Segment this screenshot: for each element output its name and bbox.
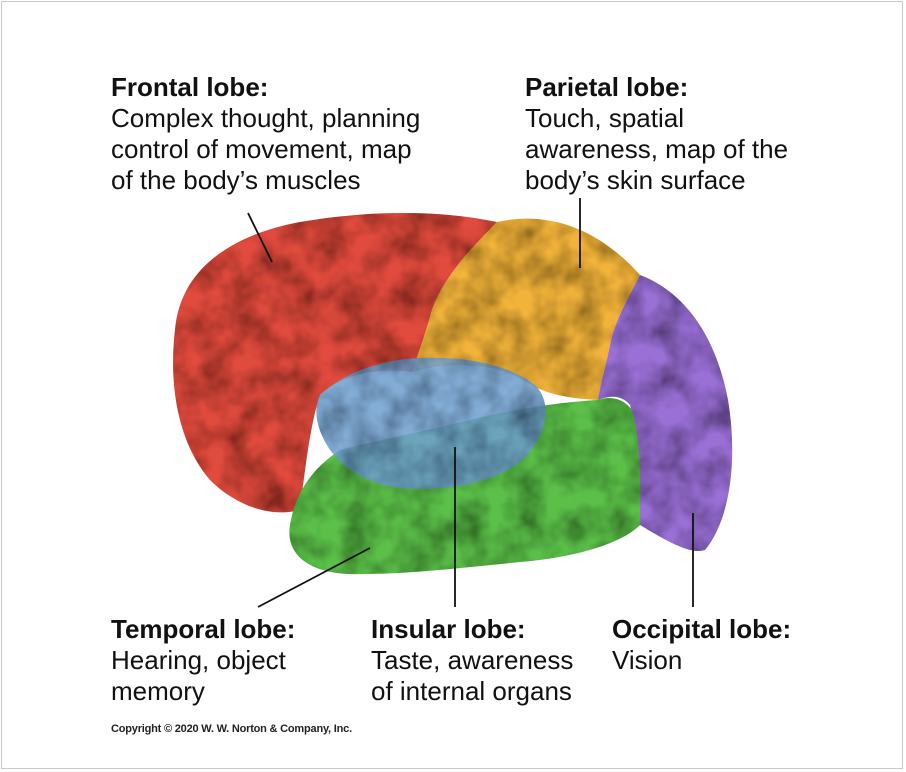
frontal-lobe-title: Frontal lobe:	[111, 72, 269, 102]
parietal-lobe-description: Touch, spatial awareness, map of the bod…	[525, 103, 789, 195]
frontal-leader-line	[247, 212, 273, 263]
insular-lobe-title: Insular lobe:	[371, 614, 526, 644]
occipital-lobe-title: Occipital lobe:	[612, 614, 792, 644]
copyright-notice: Copyright © 2020 W. W. Norton & Company,…	[111, 723, 352, 735]
temporal-lobe-description: Hearing, object memory	[111, 645, 286, 706]
insular-lobe-region	[316, 357, 546, 490]
temporal-lobe-label: Temporal lobe: Hearing, object memory	[111, 614, 295, 707]
occipital-lobe-label: Occipital lobe: Vision	[612, 614, 791, 676]
parietal-lobe-title: Parietal lobe:	[525, 72, 689, 102]
parietal-lobe-label: Parietal lobe: Touch, spatial awareness,…	[525, 72, 788, 196]
occipital-lobe-region	[598, 275, 733, 551]
parietal-lobe-region	[412, 218, 640, 400]
temporal-leader-line	[257, 547, 371, 608]
insular-lobe-description: Taste, awareness of internal organs	[371, 645, 574, 706]
insular-lobe-label: Insular lobe: Taste, awareness of intern…	[371, 614, 573, 707]
temporal-lobe-title: Temporal lobe:	[111, 614, 296, 644]
occipital-lobe-description: Vision	[612, 645, 683, 675]
frontal-lobe-description: Complex thought, planning control of mov…	[111, 103, 421, 195]
frontal-lobe-region	[173, 212, 497, 513]
frontal-lobe-label: Frontal lobe: Complex thought, planning …	[111, 72, 420, 196]
